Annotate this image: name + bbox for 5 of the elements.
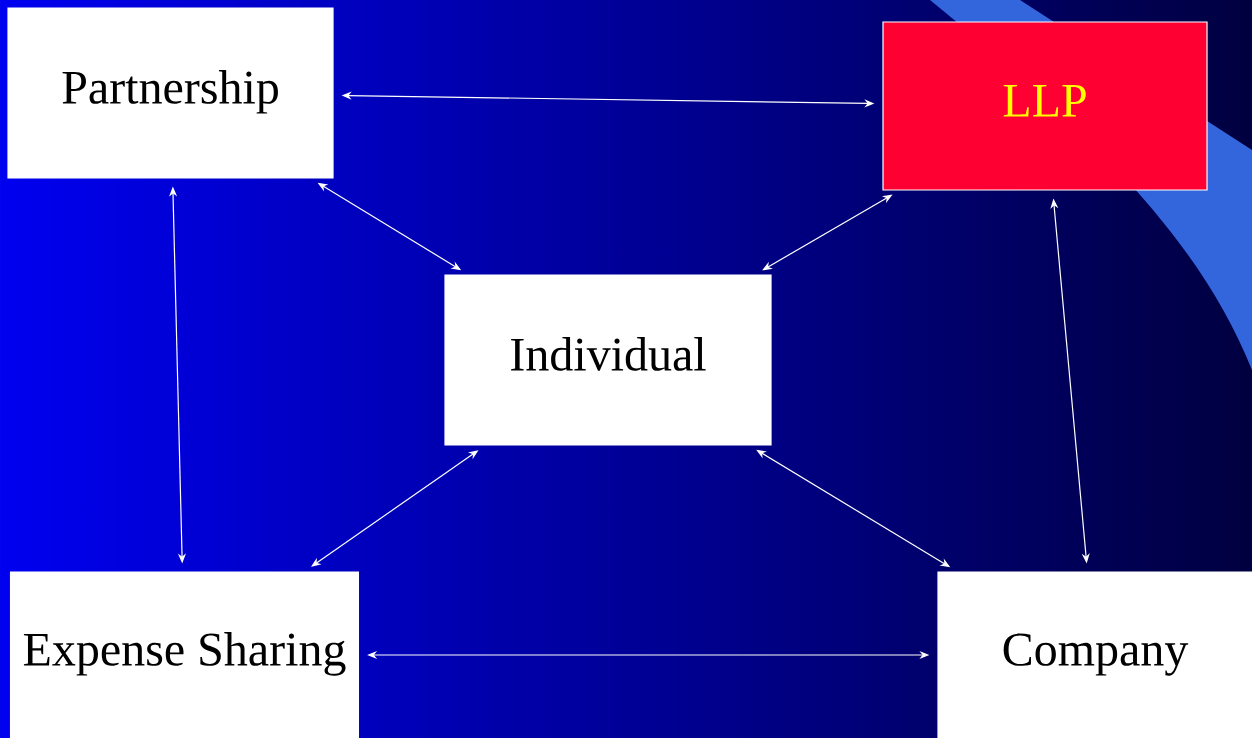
box: Partnership (7, 7, 334, 179)
box: Company (937, 571, 1252, 738)
box: Expense Sharing (9, 571, 360, 738)
box: LLP (882, 21, 1208, 191)
box: Individual (444, 274, 772, 446)
